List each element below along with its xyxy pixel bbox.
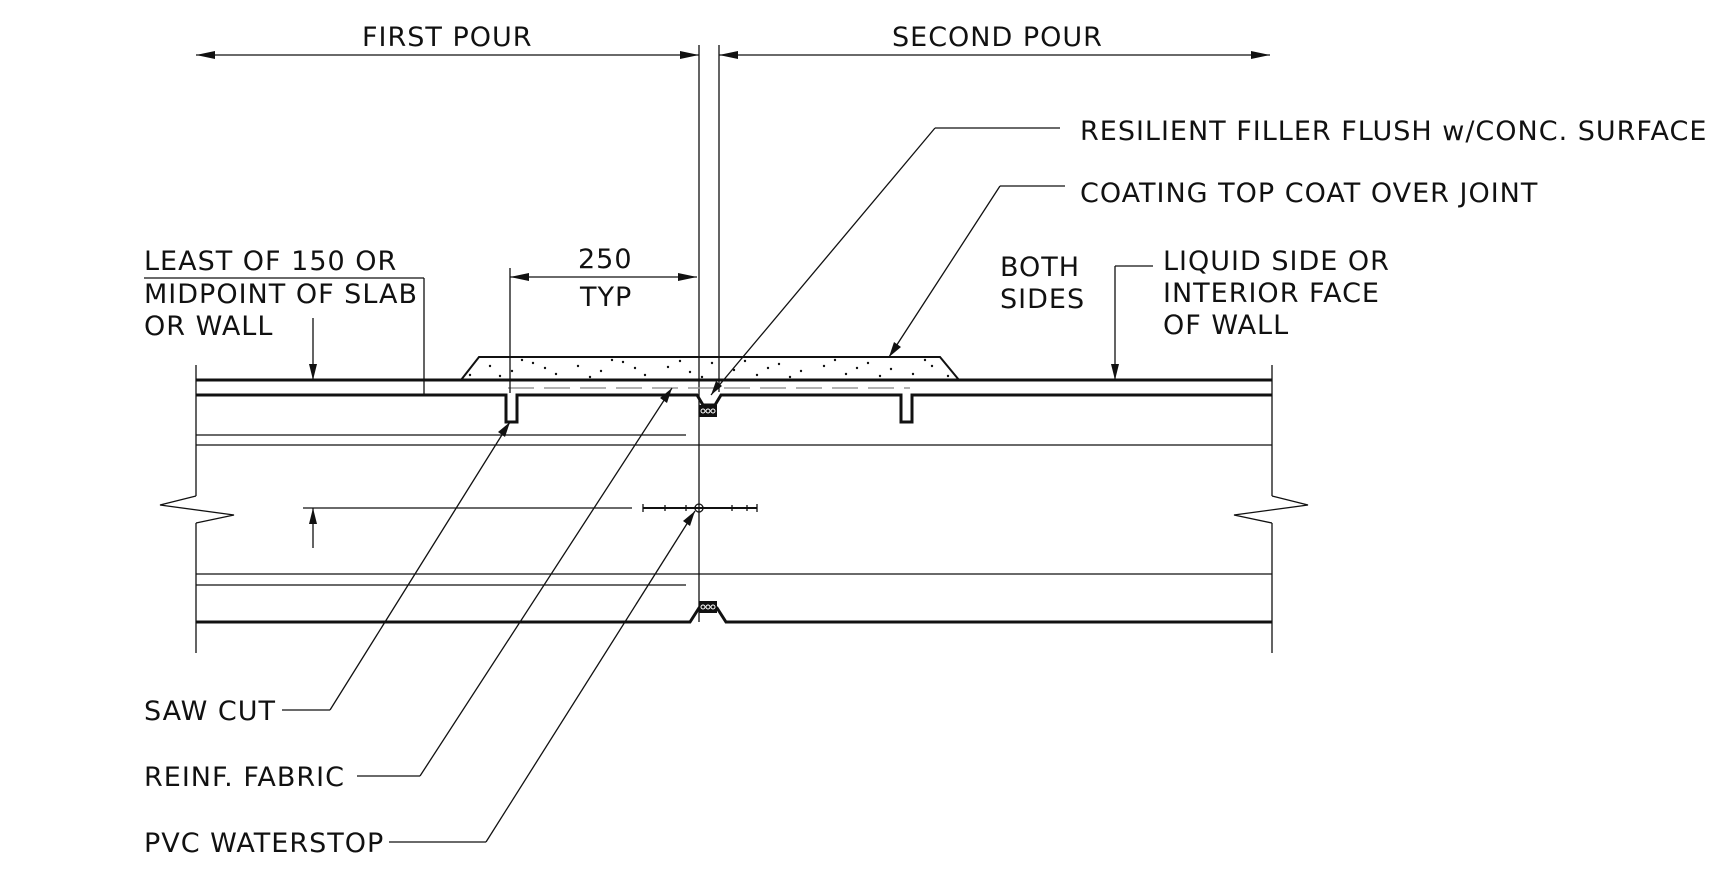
coating-top-coat: [460, 356, 960, 381]
dimension-value: 250: [578, 244, 633, 275]
resilient-filler-label: RESILIENT FILLER FLUSH w/CONC. SURFACE: [1080, 116, 1707, 147]
liquid-side-line2: INTERIOR FACE: [1163, 278, 1380, 309]
pvc-waterstop: [642, 503, 758, 513]
liquid-side-line1: LIQUID SIDE OR: [1163, 246, 1390, 277]
coating-leader: [888, 185, 1065, 358]
break-line-left: [159, 495, 235, 524]
least-of-line3: OR WALL: [144, 311, 273, 342]
coating-label: COATING TOP COAT OVER JOINT: [1080, 178, 1538, 209]
reinf-fabric-label: REINF. FABRIC: [144, 762, 345, 793]
pour-dimension: [196, 45, 1270, 395]
resilient-filler: [699, 405, 717, 613]
second-pour-label: SECOND POUR: [892, 22, 1103, 53]
resilient-filler-leader: [710, 127, 1060, 396]
least-of-line2: MIDPOINT OF SLAB: [144, 279, 418, 310]
embed-depth-dimension: [144, 277, 425, 548]
both-sides-line1: BOTH: [1000, 252, 1080, 283]
first-pour-label: FIRST POUR: [362, 22, 533, 53]
least-of-line1: LEAST OF 150 OR: [144, 246, 397, 277]
dimension-note: TYP: [579, 282, 632, 313]
both-sides-line2: SIDES: [1000, 284, 1085, 315]
reinf-fabric-leader: [357, 387, 673, 777]
dimension-250: [509, 268, 697, 393]
liquid-side-line3: OF WALL: [1163, 310, 1289, 341]
saw-cut-label: SAW CUT: [144, 696, 276, 727]
saw-cut-leader: [282, 421, 511, 711]
pvc-waterstop-leader: [389, 510, 696, 843]
pvc-waterstop-label: PVC WATERSTOP: [144, 828, 384, 859]
liquid-side-leader: [1111, 265, 1153, 380]
break-line-right: [1233, 495, 1309, 524]
